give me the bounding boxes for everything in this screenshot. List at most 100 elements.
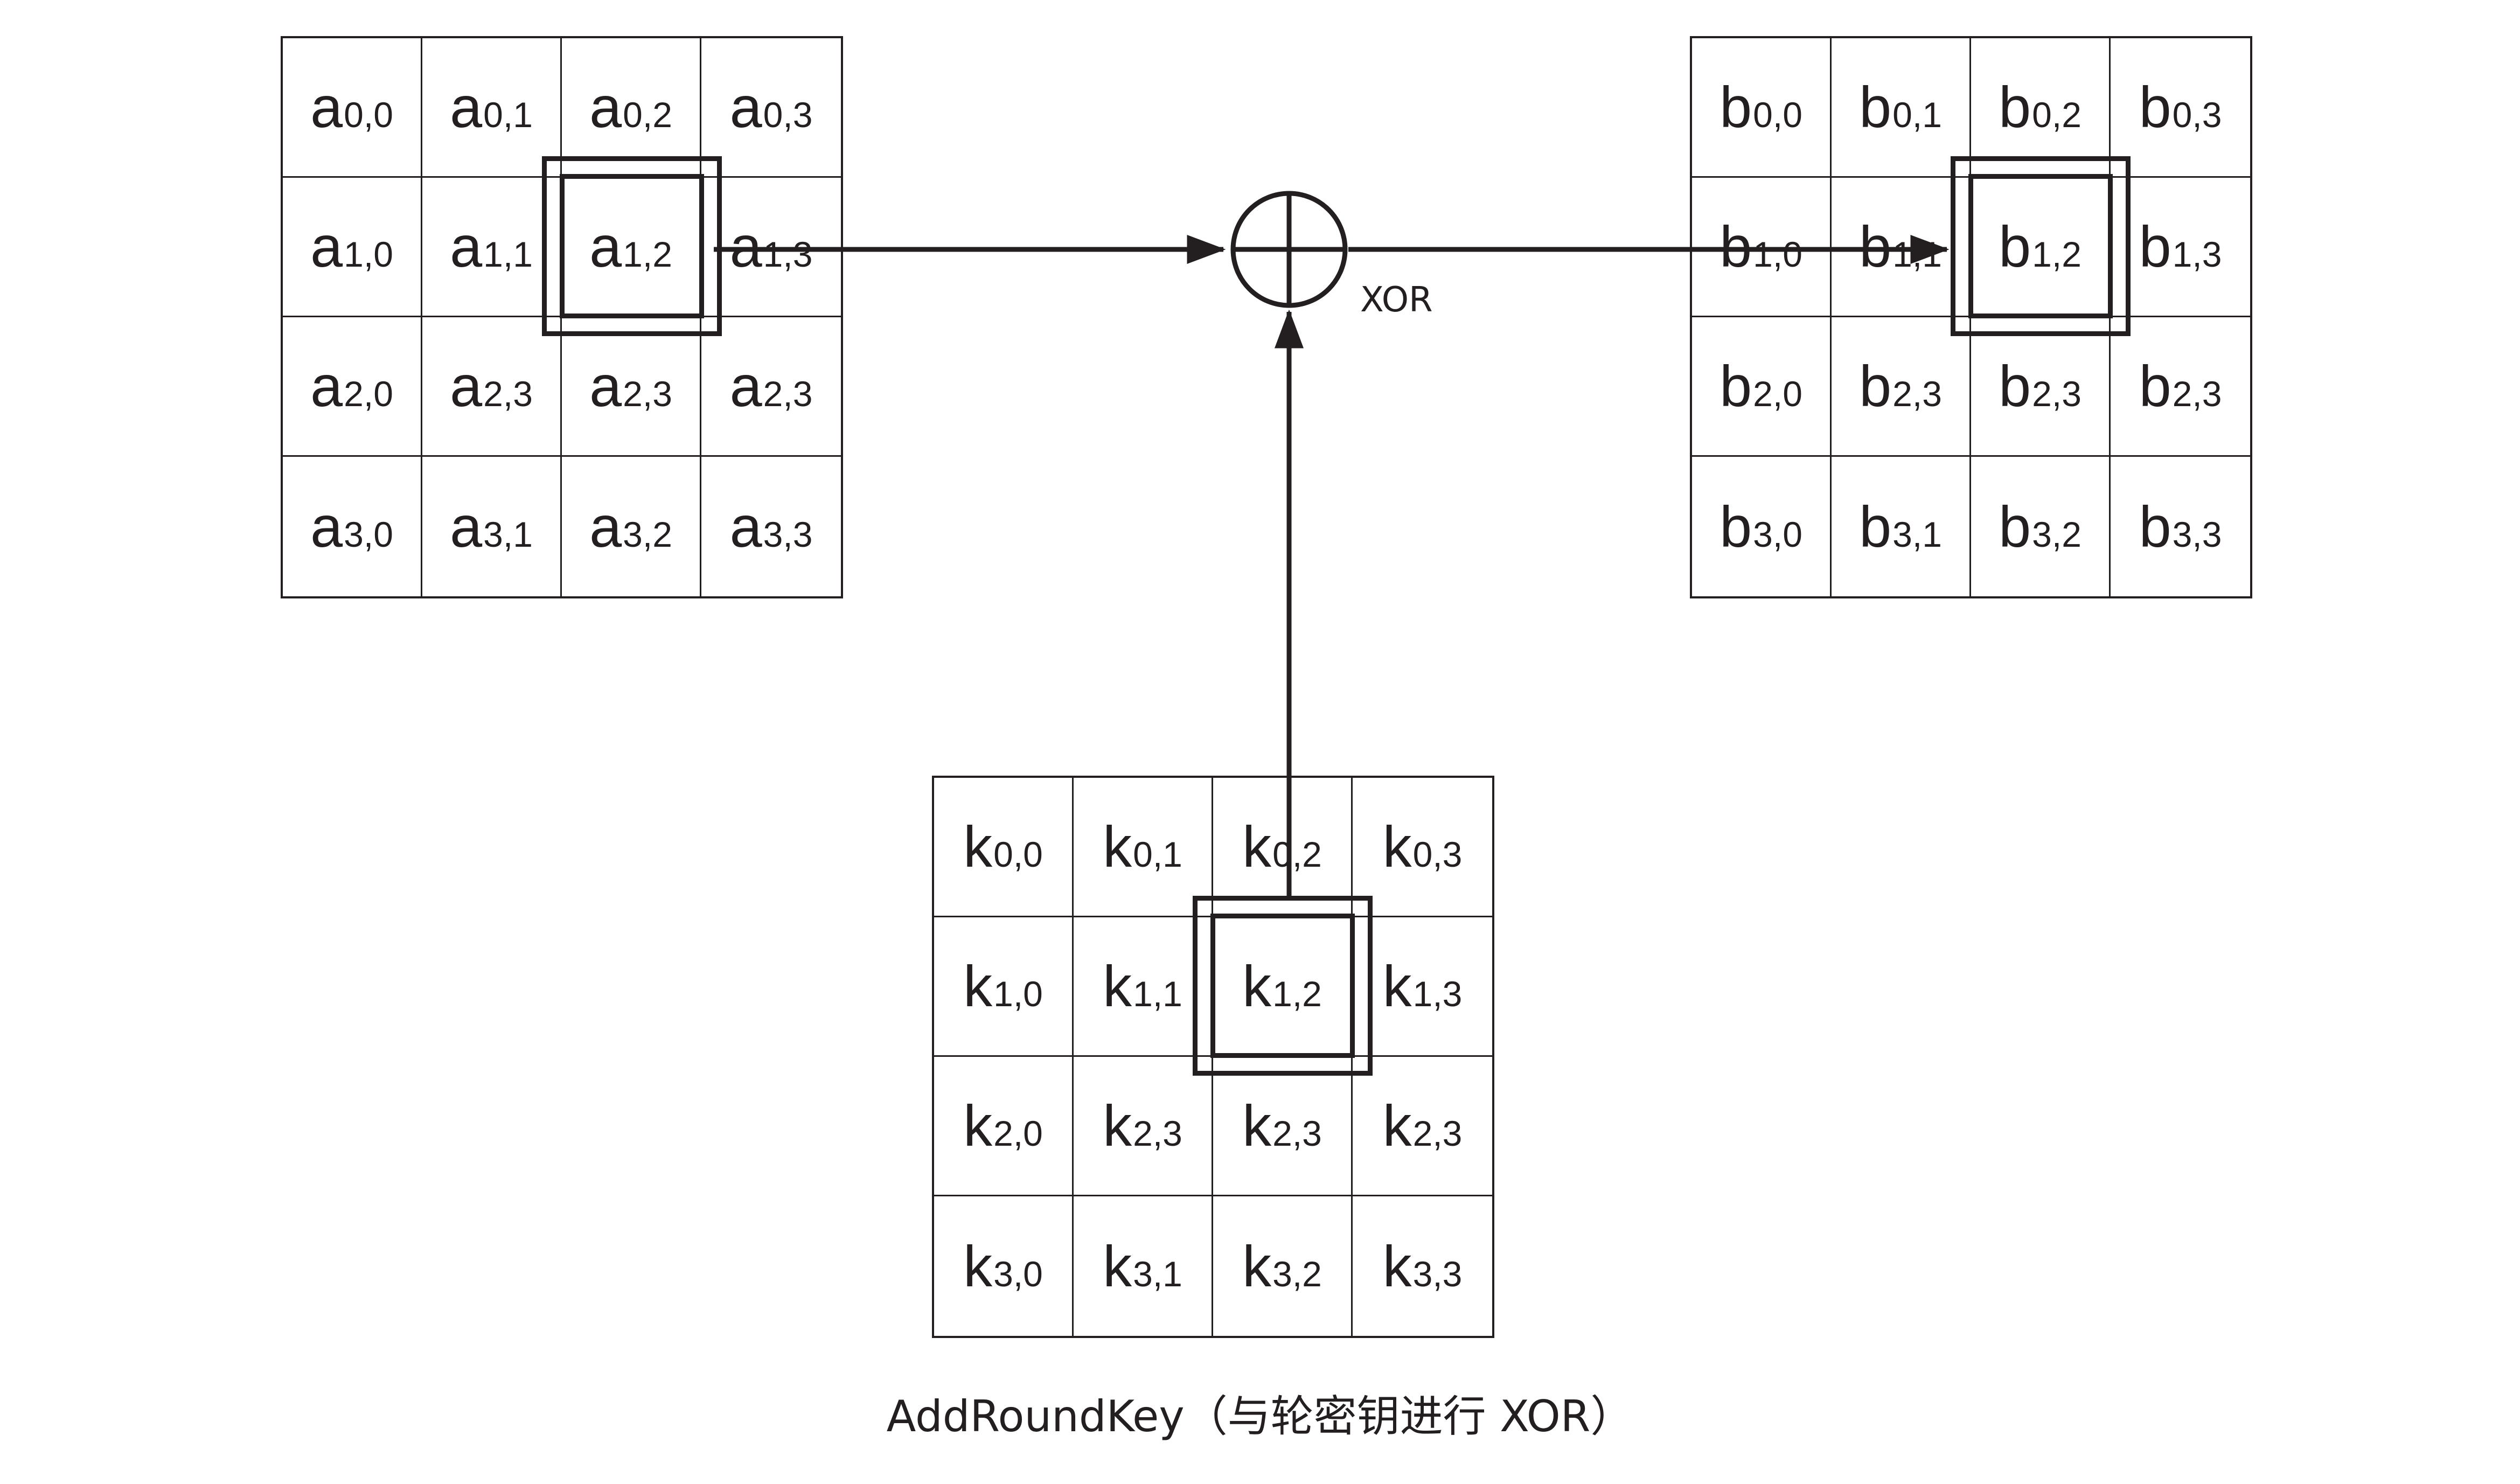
cell-subscript: 1,2 xyxy=(2032,234,2082,274)
cell-variable: k xyxy=(1242,1233,1272,1299)
cell-variable: k xyxy=(963,1093,993,1158)
cell-variable: k xyxy=(1103,953,1132,1019)
cell-subscript: 0,0 xyxy=(1753,95,1802,135)
cell-variable: b xyxy=(1720,214,1752,279)
cell-subscript: 1,3 xyxy=(1412,974,1463,1014)
cell-variable: k xyxy=(1242,814,1272,879)
cell-variable: b xyxy=(2139,214,2171,279)
cell-variable: a xyxy=(589,493,622,559)
cell-subscript: 2,3 xyxy=(1272,1113,1322,1153)
cell-subscript: 0,1 xyxy=(483,95,533,135)
cell-variable: b xyxy=(1720,74,1752,140)
cell-subscript: 0,2 xyxy=(623,95,672,135)
cell-subscript: 3,3 xyxy=(1412,1253,1463,1294)
cell-variable: b xyxy=(1859,493,1892,559)
cell-subscript: 1,2 xyxy=(623,234,672,274)
cell-variable: a xyxy=(729,493,762,559)
cell-subscript: 3,2 xyxy=(1272,1253,1322,1294)
cell-subscript: 3,3 xyxy=(763,514,813,554)
cell-subscript: 0,3 xyxy=(1412,834,1463,874)
cell-variable: k xyxy=(1382,1093,1412,1158)
cell-subscript: 3,0 xyxy=(344,514,393,554)
cell-subscript: 1,0 xyxy=(993,974,1043,1014)
highlight-b-1-2-inner-frame xyxy=(1968,174,2113,318)
cell-subscript: 0,0 xyxy=(993,834,1043,874)
cell-variable: b xyxy=(1999,493,2031,559)
cell-subscript: 2,3 xyxy=(2032,374,2082,414)
cell-variable: b xyxy=(1999,353,2031,419)
cell-variable: b xyxy=(1999,74,2031,140)
cell-variable: b xyxy=(2139,353,2171,419)
cell-variable: b xyxy=(2139,74,2171,140)
cell-subscript: 0,3 xyxy=(763,95,813,135)
cell-variable: k xyxy=(1242,953,1272,1019)
cell-variable: b xyxy=(1859,74,1892,140)
cell-subscript: 2,3 xyxy=(763,374,813,414)
cell-subscript: 2,3 xyxy=(483,374,533,414)
cell-variable: b xyxy=(1859,214,1892,279)
cell-subscript: 2,3 xyxy=(623,374,672,414)
cell-subscript: 2,0 xyxy=(993,1113,1043,1153)
cell-variable: a xyxy=(310,74,343,140)
cell-subscript: 0,1 xyxy=(1133,834,1182,874)
cell-subscript: 0,2 xyxy=(1272,834,1322,874)
cell-subscript: 3,2 xyxy=(2032,514,2082,554)
cell-variable: a xyxy=(589,353,622,419)
cell-variable: a xyxy=(589,74,622,140)
cell-subscript: 0,1 xyxy=(1892,95,1942,135)
cell-variable: k xyxy=(1382,1233,1412,1299)
cell-variable: a xyxy=(310,493,343,559)
diagram-caption: AddRoundKey（与轮密钥进行 XOR） xyxy=(886,1391,1634,1441)
highlight-b-1-2-outer-frame xyxy=(1951,156,2131,336)
cell-variable: k xyxy=(1103,1233,1132,1299)
cell-variable: a xyxy=(589,214,622,279)
cell-subscript: 3,1 xyxy=(1133,1253,1182,1294)
cell-subscript: 0,2 xyxy=(2032,95,2082,135)
cell-subscript: 0,3 xyxy=(2172,95,2222,135)
cell-variable: a xyxy=(729,353,762,419)
cell-subscript: 3,1 xyxy=(483,514,533,554)
cell-subscript: 3,2 xyxy=(623,514,672,554)
cell-variable: k xyxy=(963,814,993,879)
cell-variable: b xyxy=(1720,353,1752,419)
cell-subscript: 2,0 xyxy=(344,374,393,414)
cell-variable: a xyxy=(450,74,483,140)
cell-subscript: 1,3 xyxy=(2172,234,2222,274)
cell-variable: k xyxy=(1242,1093,1272,1158)
cell-subscript: 2,3 xyxy=(1412,1113,1463,1153)
cell-variable: k xyxy=(1382,953,1412,1019)
cell-variable: a xyxy=(729,74,762,140)
